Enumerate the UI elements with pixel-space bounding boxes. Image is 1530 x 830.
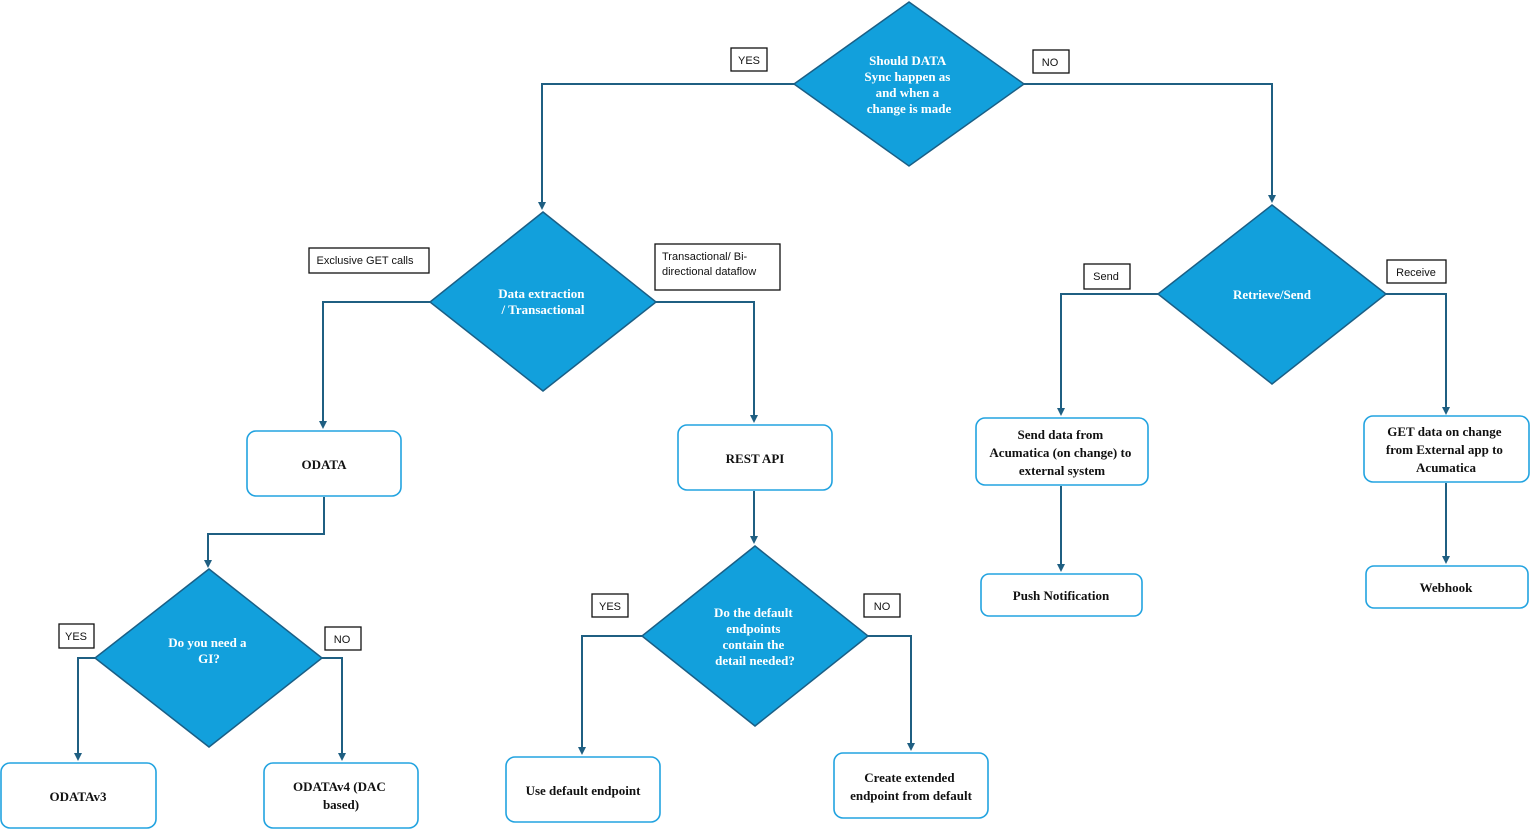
process-odatav4-box — [263, 762, 419, 829]
process-send-data-label: Send data from Acumatica (on change) to … — [989, 427, 1134, 478]
label-gi-yes-text: YES — [65, 631, 87, 643]
label-transactional-box — [654, 243, 781, 291]
connector-sync-yes — [538, 83, 794, 210]
connector-odata-to-gi — [204, 497, 325, 568]
connector-endpoints-yes — [578, 635, 642, 755]
label-sync-yes: YES — [730, 47, 768, 72]
process-get-data-box — [1363, 415, 1530, 483]
decision-extraction-shape — [428, 211, 658, 392]
connectors — [74, 83, 1450, 761]
connector-endpoints-no — [868, 635, 915, 751]
label-gi-yes: YES — [58, 623, 95, 649]
process-push-notification-box — [980, 573, 1143, 617]
process-webhook-label: Webhook — [1420, 580, 1474, 595]
label-transactional-text: Transactional/ Bi- directional dataflow — [662, 251, 756, 278]
process-push-notification-label: Push Notification — [1013, 588, 1110, 603]
label-exclusive-get-box — [308, 247, 430, 274]
label-endpoints-yes-box — [591, 593, 629, 618]
decision-sync-label: Should DATA Sync happen as and when a ch… — [864, 53, 953, 116]
decision-endpoints-shape — [640, 545, 870, 727]
process-send-data: Send data from Acumatica (on change) to … — [975, 417, 1149, 486]
decision-extraction: Data extraction / Transactional — [428, 211, 658, 392]
label-exclusive-get-text: Exclusive GET calls — [317, 255, 414, 267]
process-webhook-box — [1365, 565, 1529, 609]
process-odatav4-label: ODATAv4 (DAC based) — [293, 779, 389, 812]
process-odatav3-box — [0, 762, 157, 829]
process-rest-api-box — [677, 424, 833, 491]
process-webhook: Webhook — [1365, 565, 1529, 609]
process-use-default-box — [505, 756, 661, 823]
label-endpoints-yes-text: YES — [599, 601, 621, 613]
process-odata: ODATA — [246, 430, 402, 497]
process-get-data-label: GET data on change from External app to … — [1386, 424, 1506, 475]
label-gi-no-box — [324, 626, 362, 651]
decision-gi-shape — [93, 568, 324, 748]
label-sync-no: NO — [1032, 49, 1070, 74]
process-get-data: GET data on change from External app to … — [1363, 415, 1530, 483]
decision-retrieve-send-label: Retrieve/Send — [1233, 287, 1312, 302]
label-send-text: Send — [1093, 271, 1119, 283]
process-odata-label: ODATA — [301, 457, 347, 472]
label-gi-no-text: NO — [334, 634, 351, 646]
decision-retrieve-send-shape — [1156, 204, 1388, 385]
label-endpoints-no: NO — [863, 593, 901, 618]
decision-gi: Do you need a GI? — [93, 568, 324, 748]
connector-send — [1057, 293, 1158, 416]
label-endpoints-no-text: NO — [874, 601, 891, 613]
label-exclusive-get: Exclusive GET calls — [308, 247, 430, 274]
label-sync-no-box — [1032, 49, 1070, 74]
decision-gi-label: Do you need a GI? — [168, 635, 250, 666]
connector-exclusive-get — [319, 301, 430, 429]
process-rest-api-label: REST API — [726, 451, 785, 466]
label-endpoints-yes: YES — [591, 593, 629, 618]
process-odatav3-label: ODATAv3 — [49, 789, 107, 804]
label-gi-no: NO — [324, 626, 362, 651]
decision-endpoints: Do the default endpoints contain the det… — [640, 545, 870, 727]
label-sync-yes-text: YES — [738, 55, 760, 67]
process-push-notification: Push Notification — [980, 573, 1143, 617]
process-create-extended: Create extended endpoint from default — [833, 752, 989, 819]
process-send-data-box — [975, 417, 1149, 486]
decision-endpoints-label: Do the default endpoints contain the det… — [714, 605, 796, 668]
label-send-box — [1083, 263, 1131, 290]
connector-transactional — [656, 301, 758, 423]
process-create-extended-box — [833, 752, 989, 819]
process-use-default-label: Use default endpoint — [526, 783, 642, 798]
connector-gi-no — [322, 657, 346, 761]
label-receive: Receive — [1386, 259, 1447, 284]
label-receive-box — [1386, 259, 1447, 284]
process-odatav3: ODATAv3 — [0, 762, 157, 829]
connector-sync-no — [1024, 83, 1276, 203]
connector-receive — [1386, 293, 1450, 415]
label-endpoints-no-box — [863, 593, 901, 618]
decision-retrieve-send: Retrieve/Send — [1156, 204, 1388, 385]
decision-extraction-label: Data extraction / Transactional — [498, 286, 588, 317]
label-receive-text: Receive — [1396, 267, 1436, 279]
connector-gi-yes — [74, 657, 95, 761]
label-gi-yes-box — [58, 623, 95, 649]
label-sync-no-text: NO — [1042, 57, 1059, 69]
process-odatav4: ODATAv4 (DAC based) — [263, 762, 419, 829]
process-create-extended-label: Create extended endpoint from default — [850, 770, 972, 803]
decision-sync-shape — [792, 1, 1026, 167]
label-send: Send — [1083, 263, 1131, 290]
label-transactional: Transactional/ Bi- directional dataflow — [654, 243, 781, 291]
process-use-default: Use default endpoint — [505, 756, 661, 823]
process-rest-api: REST API — [677, 424, 833, 491]
decision-sync: Should DATA Sync happen as and when a ch… — [792, 1, 1026, 167]
process-odata-box — [246, 430, 402, 497]
label-sync-yes-box — [730, 47, 768, 72]
